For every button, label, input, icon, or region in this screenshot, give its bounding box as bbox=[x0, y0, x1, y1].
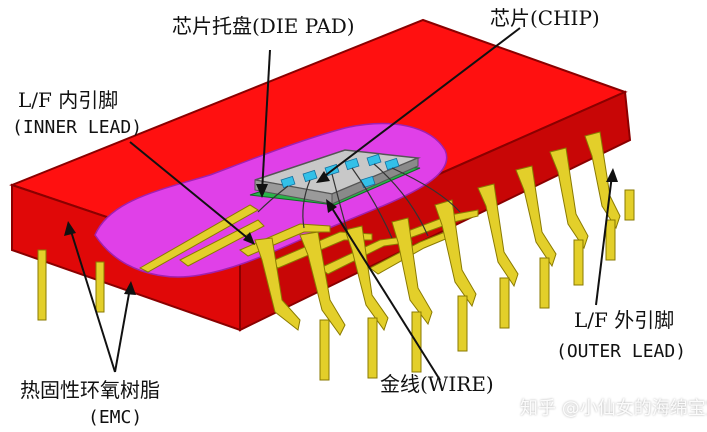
bond-wires bbox=[257, 163, 461, 239]
left-lead-stub-2 bbox=[95, 261, 105, 313]
label-outer-lead-en: (OUTER LEAD) bbox=[556, 341, 687, 362]
label-emc-cn: 热固性环氧树脂 bbox=[20, 378, 160, 402]
label-outer-lead-cn: L/F 外引脚 bbox=[574, 308, 675, 332]
label-die-pad: 芯片托盘(DIE PAD) bbox=[172, 14, 355, 38]
label-wire: 金线(WIRE) bbox=[380, 372, 494, 396]
watermark-text: 知乎 @小仙女的海绵宝宝 bbox=[520, 398, 707, 419]
left-lead-stub bbox=[37, 249, 47, 321]
pointer-lines bbox=[69, 27, 613, 381]
bond-pads bbox=[280, 153, 400, 189]
label-inner-lead-cn: L/F 内引脚 bbox=[18, 88, 119, 112]
outer-leads bbox=[254, 131, 621, 336]
package-right-face bbox=[239, 90, 632, 332]
label-chip: 芯片(CHIP) bbox=[490, 6, 600, 30]
label-inner-lead-en: (INNER LEAD) bbox=[12, 117, 143, 138]
label-emc-en: (EMC) bbox=[88, 407, 143, 428]
pointer-arrowheads bbox=[64, 168, 618, 295]
